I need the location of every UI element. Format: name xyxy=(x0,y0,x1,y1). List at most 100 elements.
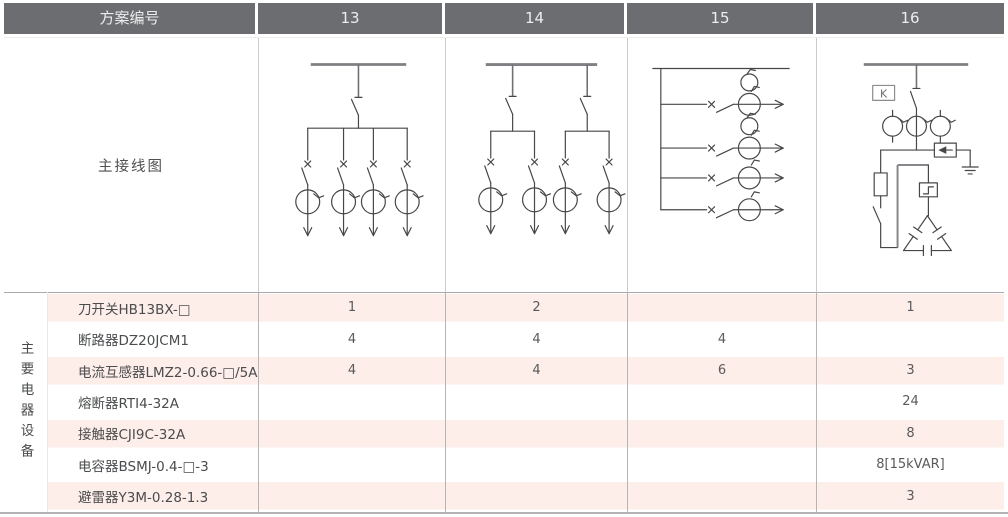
k-box-label: K xyxy=(880,87,888,100)
arrow-right-icon xyxy=(774,143,784,153)
current-transformer xyxy=(737,136,761,160)
qty-scheme-15: 4 xyxy=(627,323,816,355)
qty-scheme-14 xyxy=(445,386,627,418)
equipment-row: 接触器CJI9C-32A 8 xyxy=(47,417,1004,450)
feeder-branch xyxy=(331,127,361,237)
qty-scheme-15 xyxy=(627,386,816,418)
feeder-branches xyxy=(478,130,626,235)
diagram-cell-scheme-13 xyxy=(258,38,445,292)
qty-scheme-15: 6 xyxy=(627,354,816,387)
arrow-left-icon xyxy=(938,146,947,154)
surge-arrester-branch xyxy=(933,142,979,175)
qty-scheme-13: 4 xyxy=(258,354,445,387)
current-transformer xyxy=(521,187,548,213)
qty-scheme-16 xyxy=(816,323,1004,355)
current-transformer xyxy=(740,73,759,92)
current-transformer xyxy=(882,115,904,137)
feeder-branch xyxy=(478,130,508,235)
qty-scheme-14 xyxy=(445,480,627,512)
equipment-name: 电流互感器LMZ2-0.66-□/5A xyxy=(47,354,258,387)
equipment-name: 电容器BSMJ-0.4-□-3 xyxy=(47,449,258,481)
current-transformer xyxy=(360,189,386,215)
qty-scheme-16: 3 xyxy=(816,354,1004,387)
feeder-branch xyxy=(394,127,424,237)
arrow-down-icon xyxy=(338,227,349,237)
header-scheme-14: 14 xyxy=(445,3,627,34)
scheme-14-wiring-diagram-icon xyxy=(478,63,626,235)
arrow-down-icon xyxy=(486,225,496,235)
equipment-group-label: 主要电器设备 xyxy=(17,340,34,464)
qty-scheme-14 xyxy=(445,417,627,450)
qty-scheme-13: 4 xyxy=(258,323,445,355)
qty-scheme-16: 1 xyxy=(816,292,1004,324)
qty-scheme-15 xyxy=(627,480,816,512)
qty-scheme-16: 8 xyxy=(816,417,1004,450)
qty-scheme-14: 4 xyxy=(445,354,627,387)
feeder-branch xyxy=(660,112,784,160)
current-transformer xyxy=(737,198,761,222)
current-transformer xyxy=(295,189,321,215)
qty-scheme-15 xyxy=(627,417,816,450)
qty-scheme-13 xyxy=(258,449,445,481)
arrow-down-icon xyxy=(604,225,614,235)
current-transformer xyxy=(596,187,622,213)
qty-scheme-14: 4 xyxy=(445,323,627,355)
scheme-16-wiring-diagram-icon: K xyxy=(863,63,979,257)
equipment-row: 电流互感器LMZ2-0.66-□/5A 4 4 6 3 xyxy=(47,354,1004,387)
current-transformer xyxy=(737,166,761,190)
ground-icon xyxy=(961,166,979,175)
feeder-branch xyxy=(521,130,552,235)
diagram-cell-scheme-14 xyxy=(445,38,627,292)
equipment-row: 电容器BSMJ-0.4-□-3 8[15kVAR] xyxy=(47,449,1004,481)
contactor xyxy=(918,164,938,217)
feeder-branch xyxy=(360,127,390,237)
qty-scheme-13: 1 xyxy=(258,292,445,324)
incoming-knife-switch xyxy=(505,64,517,132)
equipment-row: 熔断器RTI4-32A 24 xyxy=(47,386,1004,418)
feeder-branch xyxy=(295,127,325,237)
wiring-diagram-row: 主接线图 xyxy=(4,37,1004,293)
qty-scheme-15 xyxy=(627,449,816,481)
feeder-branch xyxy=(660,191,784,222)
qty-scheme-16: 3 xyxy=(816,480,1004,512)
table-bottom-border xyxy=(0,512,1008,514)
scheme-15-wiring-diagram-icon xyxy=(652,67,790,222)
arrow-down-icon xyxy=(529,225,540,235)
incoming-knife-switch xyxy=(350,64,363,129)
header-scheme-15: 15 xyxy=(627,3,816,34)
header-scheme-13: 13 xyxy=(258,3,445,34)
equipment-name: 避雷器Y3M-0.28-1.3 xyxy=(47,480,258,512)
equipment-name: 断路器DZ20JCM1 xyxy=(47,323,258,355)
feeder-branch xyxy=(660,68,784,116)
delta-capacitor-bank xyxy=(902,215,952,257)
current-transformer xyxy=(552,187,578,213)
feeder-branch xyxy=(552,130,582,235)
equipment-name: 熔断器RTI4-32A xyxy=(47,386,258,418)
arrow-right-icon xyxy=(774,173,784,183)
arrow-down-icon xyxy=(402,227,412,237)
qty-scheme-14: 2 xyxy=(445,292,627,324)
current-transformer xyxy=(905,115,928,137)
feeder-branches xyxy=(295,127,424,237)
qty-scheme-13 xyxy=(258,480,445,512)
arrow-down-icon xyxy=(303,227,313,237)
qty-scheme-13 xyxy=(258,386,445,418)
header-scheme-number-label: 方案编号 xyxy=(4,3,258,34)
diagram-cell-scheme-16: K xyxy=(816,38,1004,292)
current-transformer xyxy=(740,117,759,136)
equipment-row: 刀开关HB13BX-□ 1 2 1 xyxy=(47,292,1004,324)
equipment-section: 主要电器设备 刀开关HB13BX-□ 1 2 1 断路器DZ20JCM1 4 4… xyxy=(4,292,1004,512)
header-scheme-16: 16 xyxy=(816,3,1004,34)
arrow-right-icon xyxy=(774,99,784,109)
current-transformer xyxy=(478,187,504,213)
equipment-name: 刀开关HB13BX-□ xyxy=(47,292,258,324)
qty-scheme-16: 8[15kVAR] xyxy=(816,449,1004,481)
arrow-right-icon xyxy=(774,205,784,215)
table-header-row: 方案编号 13 14 15 16 xyxy=(4,3,1004,34)
incoming-knife-switch xyxy=(909,64,921,115)
wiring-diagram-row-label: 主接线图 xyxy=(98,158,164,175)
current-transformer xyxy=(394,189,420,215)
fuse xyxy=(873,172,888,197)
fuse-switch-branch xyxy=(872,149,929,249)
diagram-cell-scheme-15 xyxy=(627,38,816,292)
